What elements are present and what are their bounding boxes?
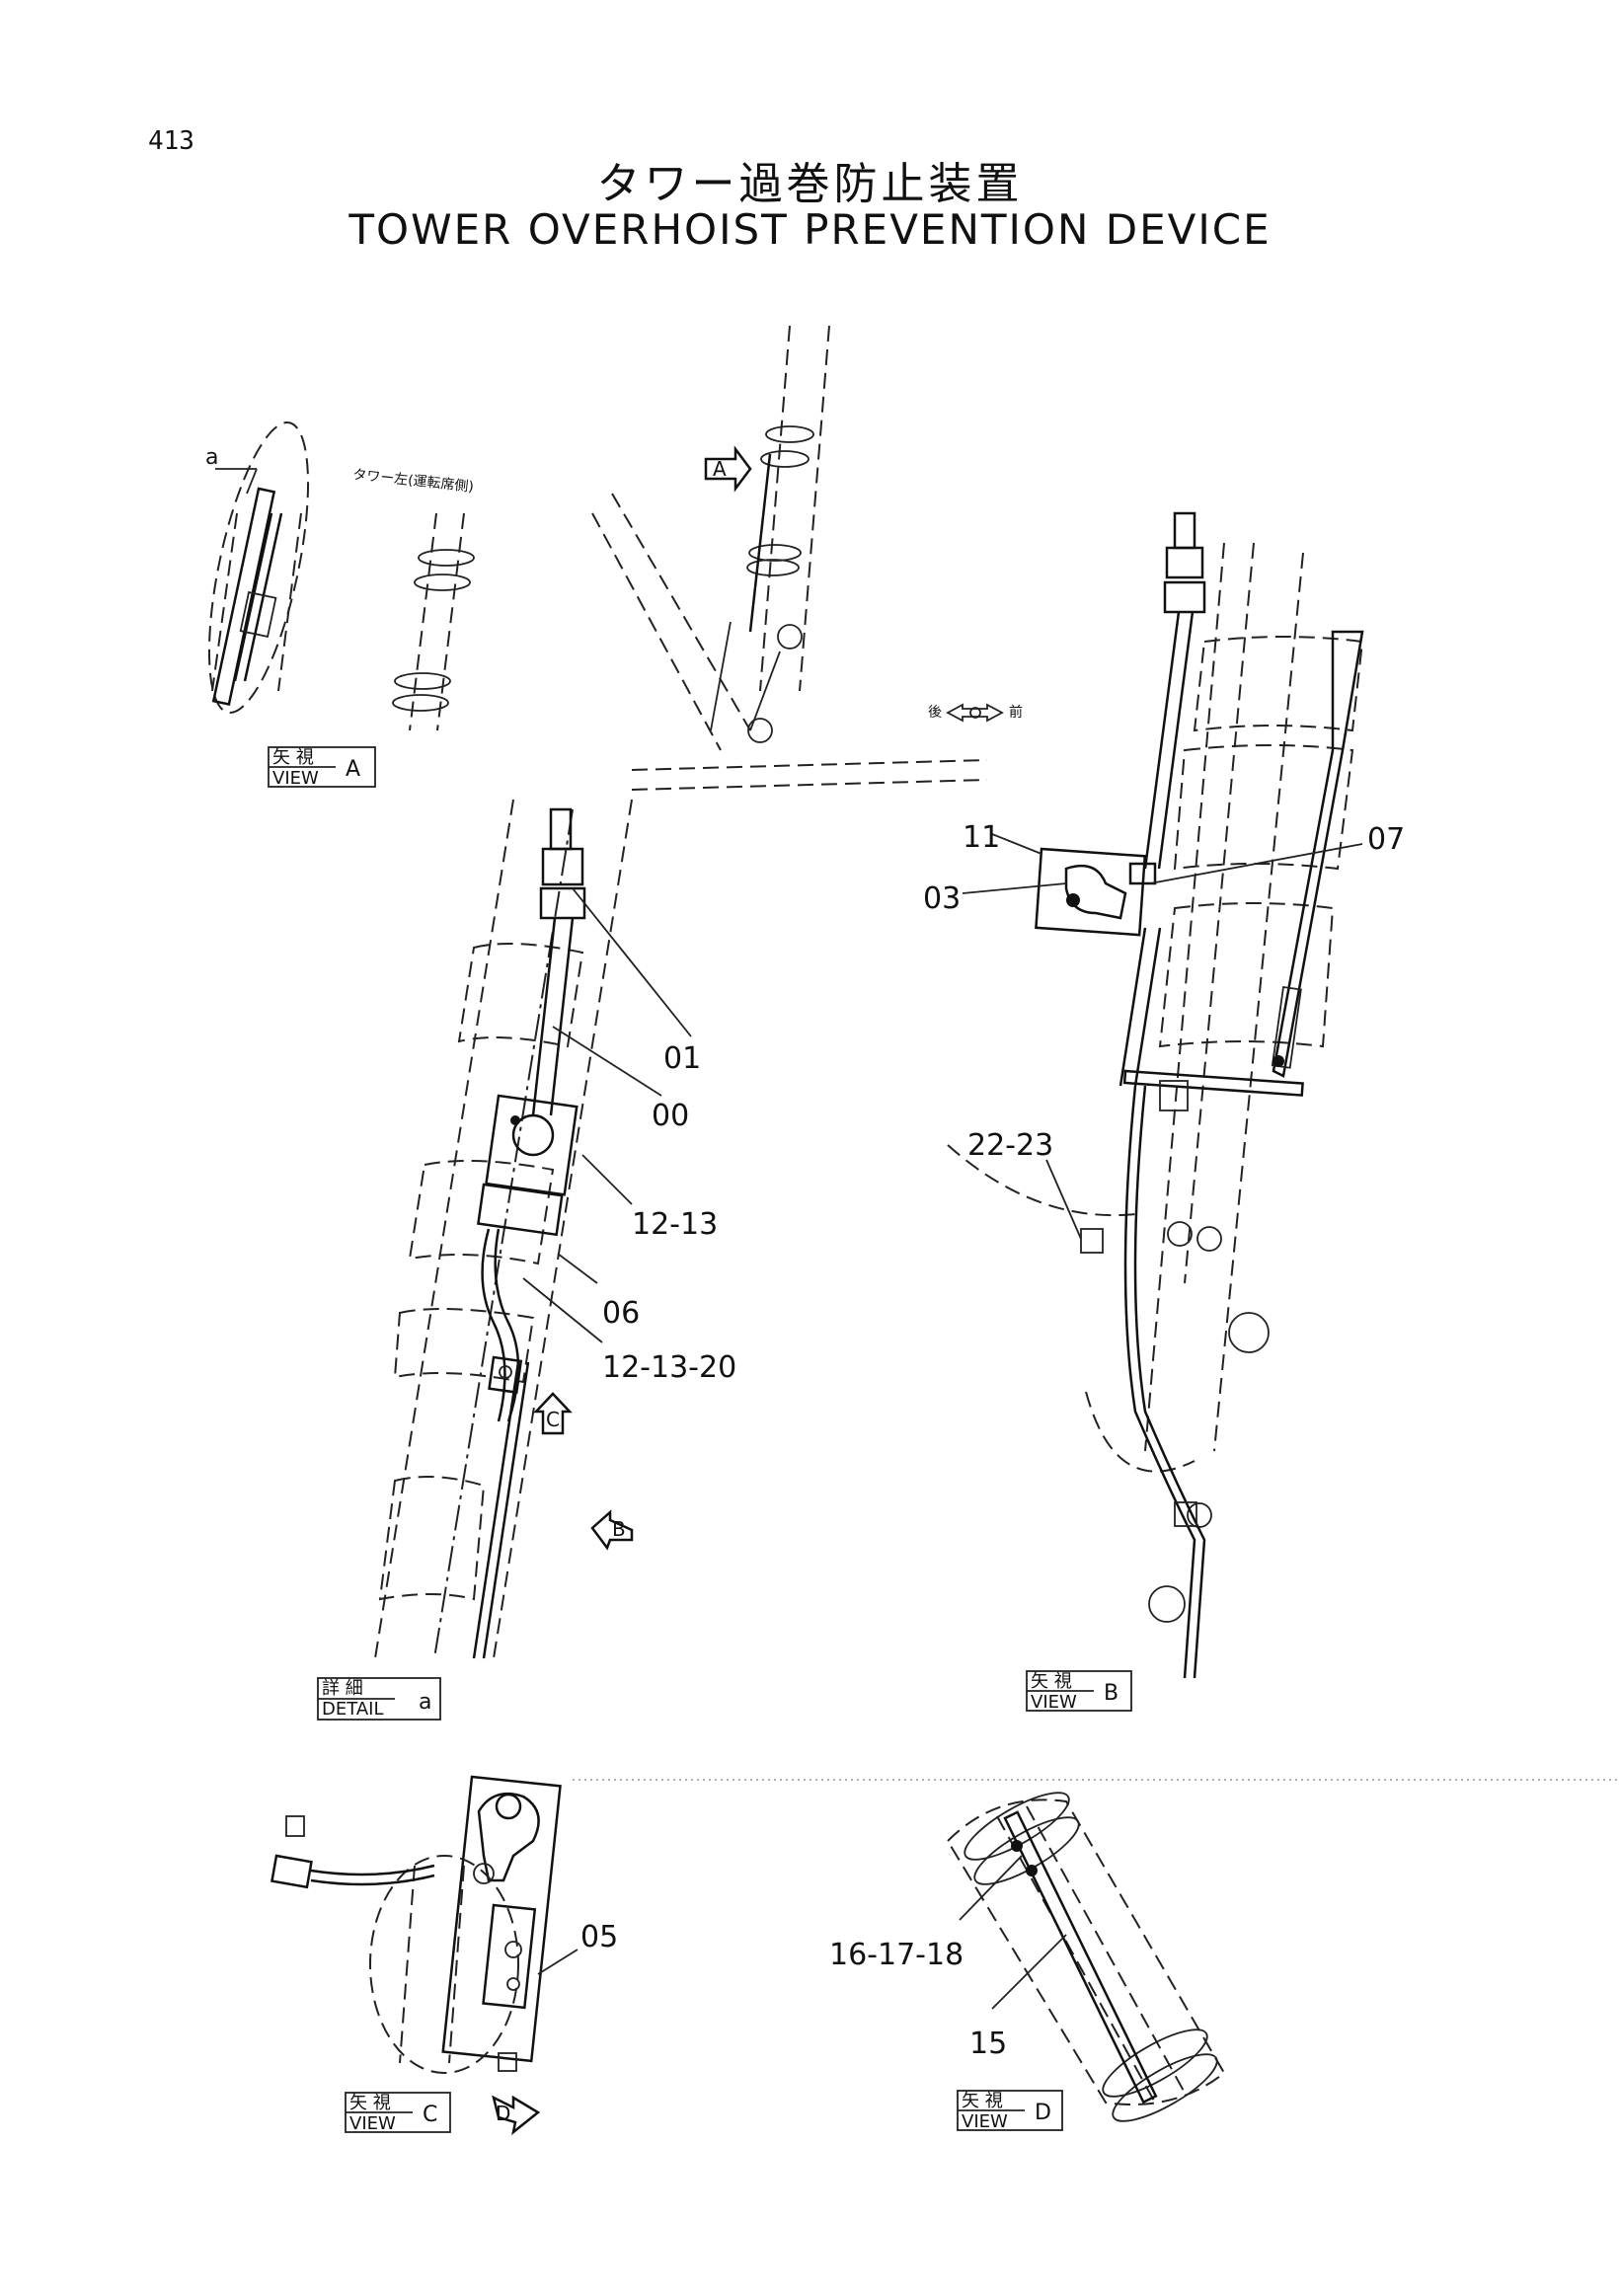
svg-text:詳 細: 詳 細 (322, 1678, 363, 1699)
svg-text:C: C (423, 2103, 437, 2127)
callout-12-13-20: 12-13-20 (602, 1350, 736, 1385)
callout-01: 01 (663, 1041, 701, 1076)
svg-text:矢 視: 矢 視 (962, 2091, 1003, 2111)
callout-15: 15 (969, 2027, 1007, 2061)
view-arrow-b-label: B (612, 1517, 626, 1541)
callout-07: 07 (1367, 822, 1405, 857)
callout-16-17-18: 16-17-18 (829, 1938, 964, 1972)
callout-05: 05 (580, 1920, 618, 1954)
view-a-drawing: タワー左(運転席側) (207, 421, 475, 731)
detail-a-callouts: 01 00 12-13 06 12-13-20 (522, 887, 736, 1385)
title-english: TOWER OVERHOIST PREVENTION DEVICE (348, 205, 1272, 254)
top-center-drawing (591, 325, 988, 791)
view-d-drawing (946, 1792, 1226, 2122)
title-japanese: タワー過巻防止装置 (596, 159, 1024, 209)
svg-text:矢 視: 矢 視 (349, 2093, 391, 2113)
callout-22-23: 22-23 (967, 1128, 1053, 1163)
view-arrow-c-label: C (546, 1408, 560, 1431)
svg-text:a: a (419, 1690, 431, 1715)
callout-06: 06 (602, 1296, 640, 1331)
view-tag-d: 矢 視 VIEW D (957, 2090, 1063, 2132)
svg-text:VIEW: VIEW (349, 2113, 396, 2134)
svg-text:B: B (1104, 1681, 1119, 1706)
view-c-drawing (270, 1775, 1620, 2074)
svg-text:DETAIL: DETAIL (322, 1699, 383, 1720)
view-tag-c: 矢 視 VIEW C (345, 2092, 451, 2134)
view-arrow-a (704, 445, 752, 493)
svg-text:矢 視: 矢 視 (272, 747, 314, 768)
callout-11: 11 (963, 820, 1000, 855)
direction-indicator: 後 前 (928, 703, 1023, 723)
view-c-callouts: 05 (537, 1920, 618, 1975)
svg-text:D: D (1035, 2101, 1051, 2125)
view-b-callouts: 11 03 07 22-23 (923, 820, 1405, 1240)
view-b-drawing (947, 511, 1364, 1679)
detail-tag-a: 詳 細 DETAIL a (317, 1677, 441, 1721)
view-arrow-b (590, 1509, 634, 1551)
svg-text:A: A (346, 757, 360, 782)
svg-text:矢 視: 矢 視 (1031, 1671, 1072, 1692)
view-arrow-d-label: D (496, 2102, 510, 2125)
callout-00: 00 (652, 1099, 689, 1133)
svg-text:VIEW: VIEW (272, 768, 319, 789)
callout-03: 03 (923, 881, 961, 916)
svg-text:VIEW: VIEW (962, 2111, 1008, 2132)
view-tag-b: 矢 視 VIEW B (1026, 1670, 1132, 1713)
detail-marker-a: a (205, 445, 218, 470)
view-tag-a: 矢 視 VIEW A (268, 746, 376, 789)
view-arrow-a-label: A (713, 457, 727, 481)
page-number: 413 (148, 126, 194, 156)
view-arrow-c (533, 1392, 573, 1435)
callout-12-13: 12-13 (632, 1207, 718, 1242)
view-d-callouts: 16-17-18 15 (829, 1855, 1067, 2061)
direction-front: 前 (1009, 704, 1023, 721)
direction-rear: 後 (928, 705, 942, 721)
view-arrow-d (492, 2095, 541, 2136)
svg-text:タワー左(運転席側): タワー左(運転席側) (352, 467, 475, 496)
svg-text:VIEW: VIEW (1031, 1692, 1077, 1713)
detail-a-drawing (374, 799, 633, 1659)
